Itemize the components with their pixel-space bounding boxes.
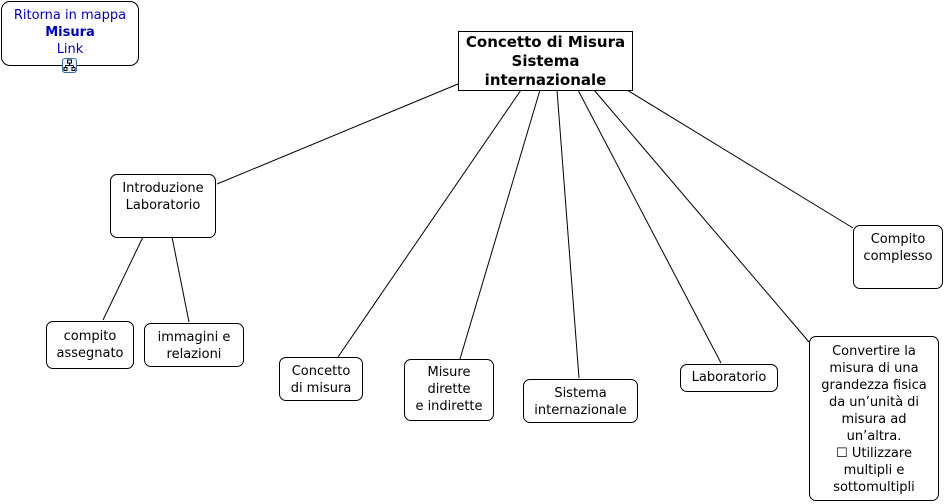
- concept-introduzione-laboratorio[interactable]: Introduzione Laboratorio: [110, 174, 216, 238]
- concept-line: relazioni: [166, 347, 222, 362]
- link-text[interactable]: Link: [56, 42, 84, 57]
- link-root-sistema: [556, 89, 580, 379]
- concept-line: da un’unità di: [828, 395, 920, 410]
- concept-concetto-di-misura[interactable]: Concetto di misura: [279, 357, 363, 401]
- concept-line: ☐ Utilizzare: [836, 446, 912, 461]
- map-name[interactable]: Misura: [45, 25, 95, 40]
- link-root-convertire: [593, 89, 810, 343]
- concept-line: Sistema: [554, 386, 607, 401]
- return-to-map-link[interactable]: Ritorna in mappa Misura Link: [1, 1, 139, 66]
- concept-line: grandezza fisica: [821, 378, 927, 393]
- concept-line: Misure: [427, 365, 471, 380]
- concept-map-icon[interactable]: [62, 58, 77, 73]
- link-intro-compito: [102, 236, 144, 321]
- concept-misure-dirette-indirette[interactable]: Misure dirette e indirette: [404, 359, 494, 421]
- concept-compito-assegnato[interactable]: compito assegnato: [46, 321, 134, 369]
- concept-line: immagini e: [157, 330, 231, 345]
- link-root-misure: [459, 89, 541, 360]
- concept-line: complesso: [863, 249, 933, 264]
- concept-line: internazionale: [534, 403, 627, 418]
- link-root-compito-complesso: [626, 89, 854, 229]
- concept-line: multipli e: [843, 463, 905, 478]
- concept-convertire[interactable]: Convertire la misura di una grandezza fi…: [809, 336, 939, 501]
- concept-line: assegnato: [56, 346, 124, 361]
- concept-line: un’altra.: [846, 429, 902, 444]
- concept-line: Concetto: [291, 364, 351, 379]
- concept-line: misura ad: [841, 412, 907, 427]
- root-line: internazionale: [484, 71, 607, 89]
- link-root-concetto: [337, 89, 522, 358]
- link-intro-immagini: [171, 236, 190, 323]
- return-to-map-text[interactable]: Ritorna in mappa: [13, 8, 127, 23]
- root-concept[interactable]: Concetto di Misura Sistema internazional…: [458, 31, 633, 91]
- concept-line: misura di una: [829, 361, 919, 376]
- concept-line: dirette: [427, 382, 471, 397]
- concept-line: di misura: [290, 381, 352, 396]
- concept-immagini-relazioni[interactable]: immagini e relazioni: [144, 323, 244, 367]
- concept-laboratorio[interactable]: Laboratorio: [680, 364, 778, 392]
- concept-line: Convertire la: [832, 344, 916, 359]
- root-line: Sistema: [511, 52, 580, 70]
- concept-line: Laboratorio: [125, 198, 201, 213]
- root-line: Concetto di Misura: [465, 33, 626, 51]
- concept-line: Laboratorio: [691, 370, 767, 385]
- link-root-intro: [216, 83, 459, 185]
- link-root-laboratorio: [577, 89, 722, 364]
- concept-sistema-internazionale[interactable]: Sistema internazionale: [523, 379, 638, 423]
- concept-line: compito: [63, 329, 117, 344]
- concept-line: e indirette: [415, 399, 483, 414]
- concept-line: sottomultipli: [833, 480, 915, 495]
- concept-line: Introduzione: [122, 181, 204, 196]
- concept-compito-complesso[interactable]: Compito complesso: [853, 225, 943, 289]
- concept-line: Compito: [870, 232, 926, 247]
